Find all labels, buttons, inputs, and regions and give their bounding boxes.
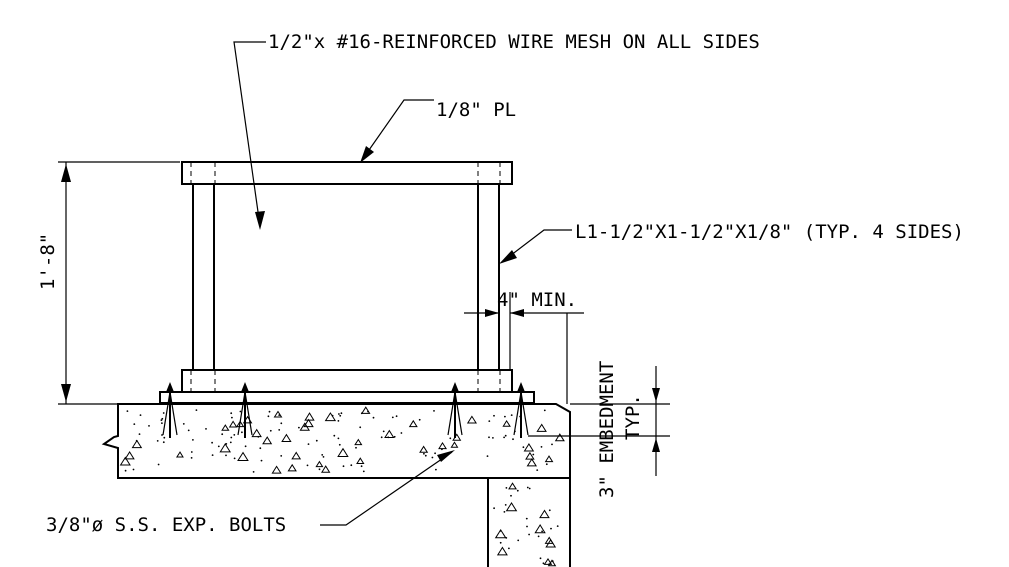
height-dimension: 1'-8" [37,161,180,405]
embedment-label: 3" EMBEDMENT [596,361,618,498]
plate-callout: 1/8" PL [360,99,516,163]
bolt-4 [513,382,529,438]
embedment-dimension: 3" EMBEDMENT TYP. [528,361,670,498]
expansion-bolts [162,382,529,438]
right-post [477,183,500,371]
plate-label: 1/8" PL [436,99,516,121]
bolts-label: 3/8"ø S.S. EXP. BOLTS [46,514,286,536]
wire-mesh-label: 1/2"x #16-REINFORCED WIRE MESH ON ALL SI… [268,31,760,53]
embedment-typ-label: TYP. [622,394,644,440]
angle-callout: L1-1/2"X1-1/2"X1/8" (TYP. 4 SIDES) [499,221,964,264]
concrete-wall [487,478,571,567]
left-post [192,183,215,371]
min-distance-dimension: 4" MIN. [464,289,584,404]
min-distance-label: 4" MIN. [497,289,577,311]
wire-mesh-callout: 1/2"x #16-REINFORCED WIRE MESH ON ALL SI… [233,31,760,230]
angle-label: L1-1/2"X1-1/2"X1/8" (TYP. 4 SIDES) [575,221,964,243]
bolts-callout: 3/8"ø S.S. EXP. BOLTS [46,450,455,536]
bolt-3 [447,382,463,438]
height-dimension-label: 1'-8" [37,233,59,290]
bottom-frame [159,369,535,404]
bolt-1 [162,382,178,438]
concrete-slab [101,403,571,479]
hidden-lines [190,162,501,392]
top-plate [181,161,513,185]
bolt-2 [237,382,253,438]
concrete-aggregate [119,406,565,567]
